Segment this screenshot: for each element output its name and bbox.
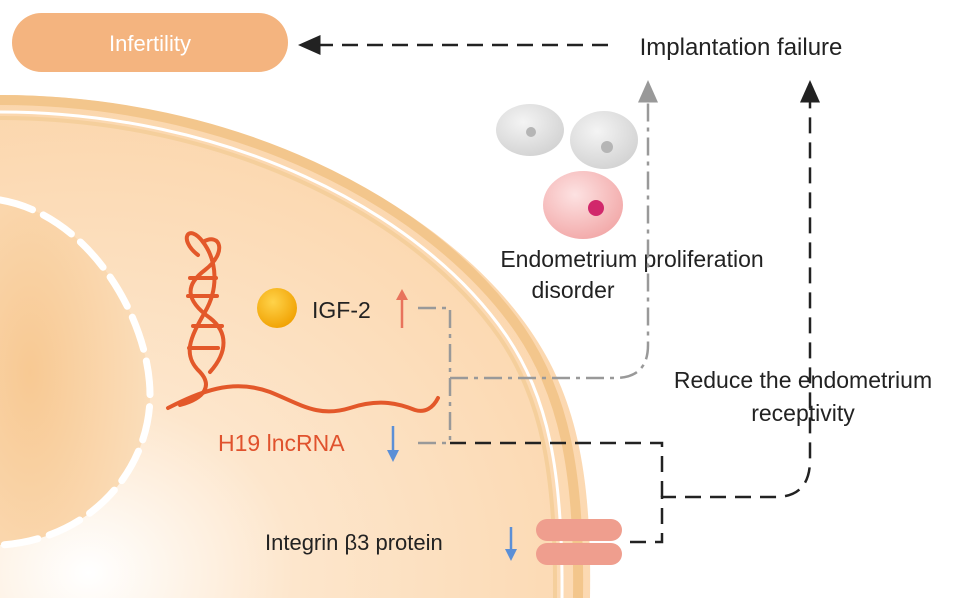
- reduce-label-line1: Reduce the endometrium: [674, 367, 932, 393]
- cell-icon: [0, 95, 591, 598]
- integrin-connector: [630, 80, 820, 544]
- igf2-connector: [418, 80, 658, 380]
- up-arrow-icon: [396, 289, 408, 328]
- endometrium-label-line2: disorder: [531, 277, 614, 303]
- endometrium-label-line1: Endometrium proliferation: [500, 246, 763, 272]
- down-arrow-icon: [387, 426, 399, 462]
- rna-helix-icon: [166, 231, 440, 414]
- infertility-label: Infertility: [109, 31, 191, 56]
- infertility-box: [12, 13, 288, 72]
- igf2-label: IGF-2: [312, 297, 371, 323]
- reduce-label-line2: receptivity: [751, 400, 855, 426]
- nucleus: [0, 196, 154, 549]
- igf2-ball-icon: [257, 288, 297, 328]
- implantation-failure-label: Implantation failure: [640, 34, 843, 61]
- integrin-label: Integrin β3 protein: [265, 530, 443, 555]
- integrin-protein-icon: [536, 519, 622, 565]
- h19-label: H19 lncRNA: [218, 430, 345, 456]
- down-arrow-icon: [505, 527, 517, 561]
- endometrium-cells: [496, 104, 638, 239]
- h19-dark-connector: [450, 441, 664, 497]
